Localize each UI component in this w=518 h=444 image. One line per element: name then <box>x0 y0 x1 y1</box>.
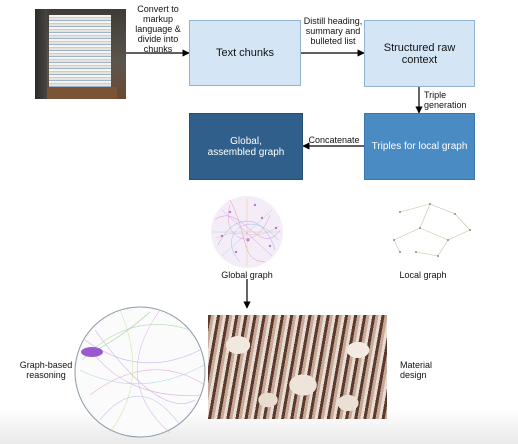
label-convert: Convert to markup language & divide into… <box>135 4 181 54</box>
label-distill: Distill heading, summary and bulleted li… <box>303 16 363 46</box>
material-render-image <box>208 315 387 419</box>
caption-global-graph: Global graph <box>221 270 273 280</box>
node-global-assembled-label: Global, assembled graph <box>207 135 285 158</box>
node-triples-local: Triples for local graph <box>364 113 475 180</box>
label-triple-generation: Triple generation <box>424 90 467 110</box>
caption-material-design: Material design <box>400 360 433 380</box>
node-text-chunks-label: Text chunks <box>215 47 275 59</box>
node-global-assembled: Global, assembled graph <box>189 113 303 180</box>
papers-photo <box>35 9 126 99</box>
label-concatenate: Concatenate <box>308 135 360 145</box>
node-structured-context: Structured raw context <box>364 20 475 87</box>
caption-local-graph: Local graph <box>399 270 447 280</box>
node-text-chunks: Text chunks <box>189 20 301 86</box>
caption-graph-reasoning: Graph-based reasoning <box>19 360 73 380</box>
node-structured-context-label: Structured raw context <box>383 41 456 66</box>
node-triples-local-label: Triples for local graph <box>371 141 468 152</box>
